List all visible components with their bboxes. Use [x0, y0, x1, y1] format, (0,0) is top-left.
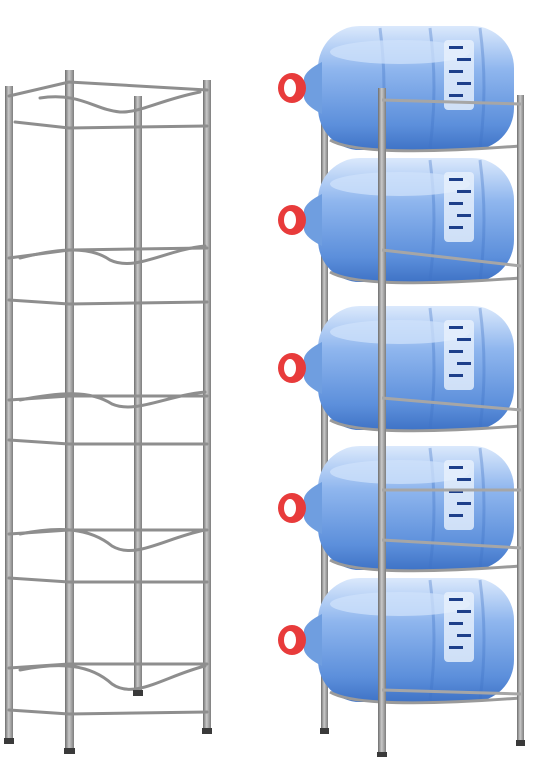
label-mark	[449, 350, 463, 353]
rack-tier	[7, 80, 209, 130]
label-mark	[449, 622, 463, 625]
rack-post	[134, 96, 142, 692]
label-mark	[449, 94, 463, 97]
rack-crossbar	[381, 248, 522, 268]
bottle-rib	[478, 307, 486, 429]
bottle-rib	[428, 579, 436, 701]
loaded-rack	[278, 26, 525, 757]
rack-foot	[4, 738, 14, 744]
label-mark	[449, 46, 463, 49]
bottle-label	[444, 592, 474, 662]
cap-label	[284, 211, 296, 229]
label-mark	[449, 514, 463, 517]
label-mark	[449, 326, 463, 329]
empty-rack	[4, 70, 212, 754]
label-mark	[457, 338, 471, 341]
cap-label	[284, 79, 296, 97]
bottle-neck	[304, 194, 322, 246]
rack-post	[65, 70, 74, 750]
bottle-rib	[428, 307, 436, 429]
rack-foot	[64, 748, 75, 754]
bottle-label	[444, 172, 474, 242]
bottle-support-wire	[329, 138, 521, 153]
rack-post	[321, 120, 328, 730]
bottle-rib	[478, 579, 486, 701]
label-mark	[449, 178, 463, 181]
rack-foot	[202, 728, 212, 734]
label-mark	[457, 58, 471, 61]
bottle-highlight	[330, 172, 470, 196]
bottle-rib	[428, 27, 436, 149]
bottle-rib	[428, 159, 436, 281]
label-mark	[449, 466, 463, 469]
label-mark	[449, 202, 463, 205]
label-mark	[449, 70, 463, 73]
water-bottle	[278, 158, 521, 285]
rack-tier	[7, 528, 209, 584]
label-mark	[457, 190, 471, 193]
rack-post	[378, 88, 386, 757]
label-mark	[457, 502, 471, 505]
bottle-highlight	[330, 460, 470, 484]
bottle-highlight	[330, 592, 470, 616]
rack-post	[5, 86, 13, 740]
bottle-neck	[304, 614, 322, 666]
rack-foot	[320, 728, 329, 734]
label-mark	[449, 374, 463, 377]
bottle-highlight	[330, 40, 470, 64]
water-bottle	[278, 446, 521, 573]
label-mark	[449, 598, 463, 601]
bottle-support-wire	[329, 418, 521, 433]
label-mark	[457, 610, 471, 613]
bottle-label	[444, 460, 474, 530]
cap-label	[284, 499, 296, 517]
rack-foot	[377, 752, 387, 757]
rack-tier	[7, 244, 209, 306]
label-mark	[457, 214, 471, 217]
rack-foot	[133, 690, 143, 696]
rack-post	[203, 80, 211, 730]
bottle-neck	[304, 62, 322, 114]
bottle-rib	[428, 447, 436, 569]
label-mark	[449, 226, 463, 229]
bottle-neck	[304, 482, 322, 534]
rack-crossbar	[381, 538, 522, 550]
water-bottle	[278, 578, 521, 705]
label-mark	[457, 634, 471, 637]
rack-foot	[516, 740, 525, 746]
label-mark	[449, 646, 463, 649]
bottle-neck	[304, 342, 322, 394]
water-bottle	[278, 306, 521, 433]
bottle-support-wire	[329, 270, 521, 285]
bottle-rib	[478, 159, 486, 281]
rack-crossbar	[381, 98, 522, 106]
rack-post	[517, 95, 524, 743]
cap-label	[284, 359, 296, 377]
bottle-rib	[478, 27, 486, 149]
rack-tier	[7, 662, 209, 716]
rack-tier	[7, 390, 209, 446]
label-mark	[457, 82, 471, 85]
rack-crossbar	[381, 396, 522, 412]
water-bottle	[278, 26, 521, 153]
water-bottle-stack	[278, 26, 521, 705]
label-mark	[457, 478, 471, 481]
cap-label	[284, 631, 296, 649]
bottle-support-wire	[329, 690, 521, 705]
rack-crossbar	[381, 688, 522, 696]
bottle-label	[444, 40, 474, 110]
bottle-rib	[478, 447, 486, 569]
bottle-highlight	[330, 320, 470, 344]
bottle-label	[444, 320, 474, 390]
label-mark	[457, 362, 471, 365]
bottle-support-wire	[329, 558, 521, 573]
